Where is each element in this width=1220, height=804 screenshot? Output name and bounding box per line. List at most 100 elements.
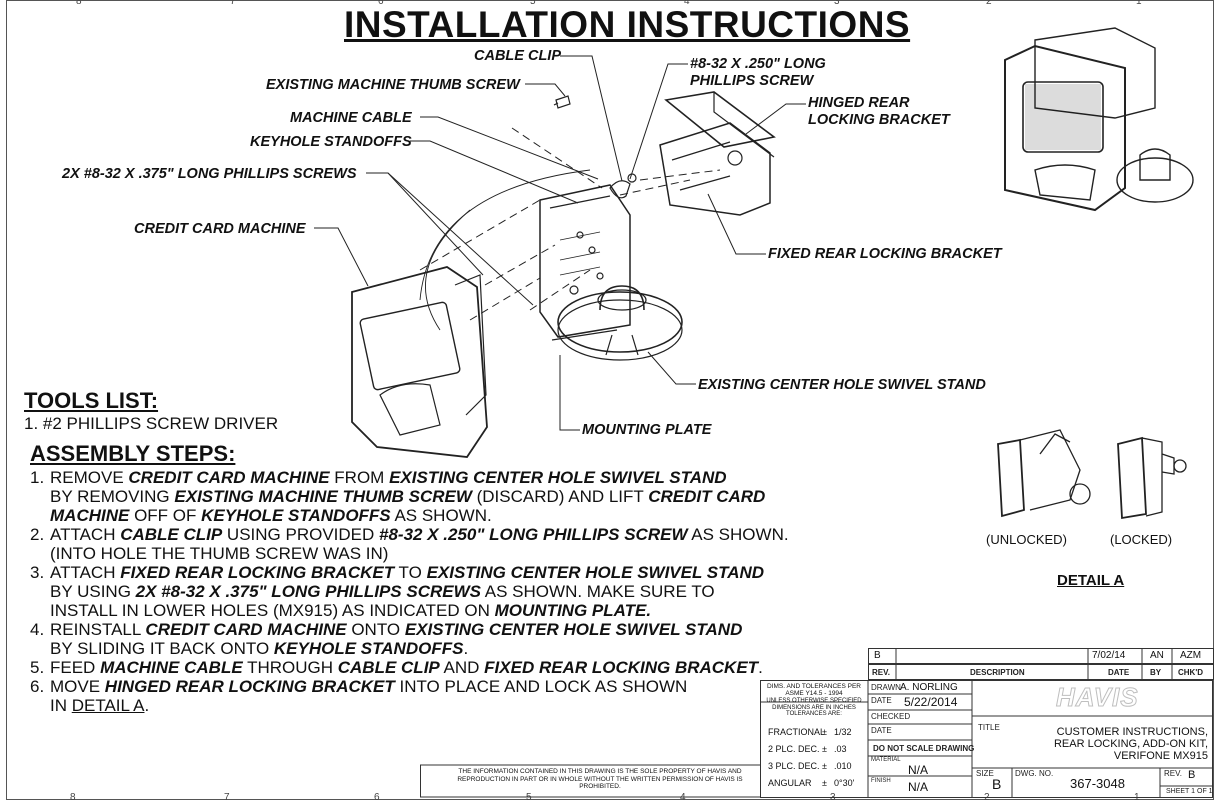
title-line: CUSTOMER INSTRUCTIONS, — [1056, 726, 1208, 738]
units-note: UNLESS OTHERWISE SPECIFIED DIMENSIONS AR… — [766, 698, 862, 717]
date-header: DATE — [1108, 668, 1130, 677]
finish-value: N/A — [908, 780, 929, 794]
step-text: (INTO HOLE THE THUMB SCREW WAS IN) — [50, 544, 389, 563]
assembly-step-line: BY REMOVING EXISTING MACHINE THUMB SCREW… — [30, 487, 789, 506]
tools-item: 1. #2 PHILLIPS SCREW DRIVER — [24, 414, 279, 433]
detail-a-image — [997, 429, 1187, 520]
assembly-step-line: 6.MOVE HINGED REAR LOCKING BRACKET INTO … — [30, 677, 789, 696]
assembly-step-line: 3.ATTACH FIXED REAR LOCKING BRACKET TO E… — [30, 563, 789, 582]
callout-hinged-bracket: HINGED REAR LOCKING BRACKET — [808, 95, 950, 129]
zone-number: 6 — [378, 0, 384, 7]
callout-250-screw: #8-32 X .250" LONG PHILLIPS SCREW — [690, 56, 826, 90]
step-text: AS SHOWN. — [390, 506, 492, 525]
callout-credit-card-machine: CREDIT CARD MACHINE — [134, 221, 306, 237]
zone-number: 5 — [530, 0, 536, 7]
callout-250-screw-line2: PHILLIPS SCREW — [690, 73, 814, 89]
step-text: USING PROVIDED — [222, 525, 380, 544]
rev-header: REV. — [872, 668, 890, 677]
step-emphasis: EXISTING MACHINE THUMB SCREW — [174, 487, 472, 506]
step-emphasis: CREDIT CARD MACHINE — [145, 620, 347, 639]
revision-by: AN — [1150, 650, 1164, 661]
step-emphasis: CREDIT CARD MACHINE — [128, 468, 330, 487]
callout-swivel-stand: EXISTING CENTER HOLE SWIVEL STAND — [698, 377, 986, 393]
drawn-label: DRAWN — [871, 683, 901, 692]
assembly-steps-list: 1.REMOVE CREDIT CARD MACHINE FROM EXISTI… — [30, 468, 789, 715]
step-text: INTO PLACE AND LOCK AS SHOWN — [394, 677, 688, 696]
date-label: DATE — [871, 696, 892, 705]
callout-hinged-line2: LOCKING BRACKET — [808, 112, 950, 128]
step-text: (DISCARD) AND LIFT — [471, 487, 649, 506]
step-text: FEED — [50, 658, 101, 677]
assembly-step-line: BY SLIDING IT BACK ONTO KEYHOLE STANDOFF… — [30, 639, 789, 658]
step-text: INSTALL IN LOWER HOLES (MX915) AS INDICA… — [50, 601, 495, 620]
step-text: REMOVE — [50, 468, 129, 487]
callout-keyhole-standoffs: KEYHOLE STANDOFFS — [250, 134, 412, 150]
step-number: 4. — [30, 620, 45, 639]
step-emphasis: #8-32 X .250" LONG PHILLIPS SCREW — [379, 525, 688, 544]
revision-chkd: AZM — [1180, 650, 1202, 661]
step-text: REINSTALL — [50, 620, 146, 639]
tol-label: FRACTIONAL — [768, 727, 826, 737]
step-emphasis: HINGED REAR LOCKING BRACKET — [104, 677, 395, 696]
step-text: AS SHOWN. — [687, 525, 789, 544]
zone-number: 1 — [1136, 0, 1142, 7]
step-text: AS SHOWN. MAKE SURE TO — [481, 582, 715, 601]
size-value: B — [992, 776, 1002, 792]
tol-label: 2 PLC. DEC. — [768, 744, 820, 754]
callout-hinged-line1: HINGED REAR — [808, 95, 910, 111]
date2-label: DATE — [871, 726, 892, 735]
step-emphasis: CABLE CLIP — [120, 525, 223, 544]
callout-mounting-plate: MOUNTING PLATE — [582, 422, 712, 438]
assembly-heading: ASSEMBLY STEPS: — [30, 441, 236, 466]
step-emphasis: KEYHOLE STANDOFFS — [273, 639, 464, 658]
checked-label: CHECKED — [871, 712, 911, 721]
dims-note: DIMS. AND TOLERANCES PER ASME Y14.5 - 19… — [766, 683, 862, 697]
step-text: ATTACH — [50, 563, 121, 582]
tol-row: ANGULAR±0°30' — [768, 778, 854, 788]
step-emphasis: 2X #8-32 X .375" LONG PHILLIPS SCREWS — [135, 582, 481, 601]
zone-number: 2 — [986, 0, 992, 7]
tol-value: 1/32 — [834, 727, 852, 737]
tol-pm: ± — [822, 778, 827, 788]
tol-label: 3 PLC. DEC. — [768, 761, 820, 771]
finish-label: FINISH — [871, 778, 891, 784]
zone-number: 3 — [834, 0, 840, 7]
step-number: 1. — [30, 468, 45, 487]
tol-row: FRACTIONAL±1/32 — [768, 727, 852, 737]
step-emphasis: EXISTING CENTER HOLE SWIVEL STAND — [426, 563, 765, 582]
zone-number: 4 — [684, 0, 690, 7]
step-emphasis: MACHINE CABLE — [100, 658, 243, 677]
step-text: ATTACH — [50, 525, 121, 544]
tol-value: 0°30' — [834, 778, 855, 788]
drawn-by: A. NORLING — [900, 682, 958, 693]
detail-unlocked-label: (UNLOCKED) — [986, 532, 1067, 547]
step-number: 3. — [30, 563, 45, 582]
step-emphasis: MACHINE — [50, 506, 130, 525]
tol-pm: ± — [822, 744, 827, 754]
assembly-step-line: 1.REMOVE CREDIT CARD MACHINE FROM EXISTI… — [30, 468, 789, 487]
zone-number: 8 — [76, 0, 82, 7]
callout-fixed-bracket: FIXED REAR LOCKING BRACKET — [768, 246, 1002, 262]
title-line: VERIFONE MX915 — [1113, 750, 1208, 762]
revision-rev: B — [874, 650, 881, 661]
assembly-step-line: INSTALL IN LOWER HOLES (MX915) AS INDICA… — [30, 601, 789, 620]
by-header: BY — [1150, 668, 1162, 677]
tol-pm: ± — [822, 727, 827, 737]
step-emphasis: FIXED REAR LOCKING BRACKET — [484, 658, 759, 677]
material-value: N/A — [908, 763, 929, 777]
zone-number: 7 — [224, 792, 230, 803]
step-text: . — [463, 639, 469, 658]
no-scale-note: DO NOT SCALE DRAWING — [873, 744, 975, 753]
drawing-title: CUSTOMER INSTRUCTIONS, REAR LOCKING, ADD… — [980, 726, 1208, 762]
size-label: SIZE — [976, 769, 994, 778]
callout-250-screw-line1: #8-32 X .250" LONG — [690, 56, 826, 72]
proprietary-notice: THE INFORMATION CONTAINED IN THIS DRAWIN… — [457, 768, 743, 790]
tol-value: .03 — [834, 744, 847, 754]
assembly-step-line: BY USING 2X #8-32 X .375" LONG PHILLIPS … — [30, 582, 789, 601]
step-emphasis: EXISTING CENTER HOLE SWIVEL STAND — [389, 468, 727, 487]
dwg-number: 367-3048 — [1070, 776, 1125, 791]
step-number: 5. — [30, 658, 45, 677]
step-text: IN — [50, 696, 72, 715]
step-emphasis: CABLE CLIP — [337, 658, 440, 677]
step-text: BY USING — [50, 582, 136, 601]
